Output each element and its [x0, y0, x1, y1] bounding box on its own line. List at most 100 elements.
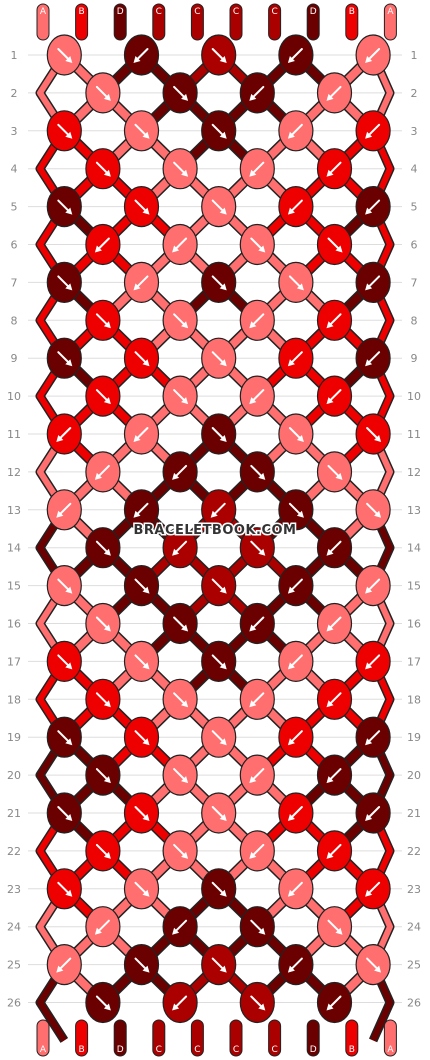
knot: [46, 413, 82, 455]
arrow-head-icon: [249, 700, 257, 708]
string-color-label-top: B: [349, 7, 355, 17]
string-color-label-top: C: [271, 7, 277, 17]
arrow-head-icon: [249, 93, 257, 101]
arrow-head-icon: [326, 169, 334, 177]
row-number-left: 6: [11, 239, 18, 252]
knot: [278, 564, 314, 607]
knot: [278, 716, 314, 758]
arrow-head-icon: [65, 207, 73, 215]
arrow-head-icon: [287, 56, 295, 63]
row-number-left: 8: [11, 314, 18, 327]
arrow-head-icon: [103, 93, 111, 101]
arrow-head-icon: [94, 245, 102, 253]
arrow-head-icon: [133, 56, 141, 63]
knot: [162, 451, 198, 493]
arrow-head-icon: [326, 851, 334, 859]
arrow-head-icon: [103, 548, 111, 556]
string-color-label-bottom: D: [117, 1045, 124, 1055]
row-number-right: 19: [407, 731, 421, 744]
string-end-bottom: [36, 1019, 50, 1057]
arrow-head-icon: [219, 586, 227, 594]
knot: [278, 792, 314, 834]
knot: [85, 754, 121, 796]
row-number-left: 16: [7, 618, 21, 631]
string-color-label-top: C: [156, 7, 162, 17]
knot: [316, 148, 353, 190]
knot: [46, 716, 82, 758]
knot: [278, 943, 314, 986]
knot: [278, 261, 314, 303]
string-end-top: [268, 3, 282, 41]
arrow-head-icon: [296, 510, 304, 518]
knot: [123, 943, 160, 986]
row-number-left: 10: [7, 390, 21, 403]
row-number-left: 5: [11, 201, 18, 214]
knot: [162, 527, 198, 569]
knot: [162, 754, 198, 796]
arrow-head-icon: [365, 359, 373, 367]
site-watermark: BRACELETBOOK.COM: [134, 523, 297, 538]
string-end-bottom: [152, 1019, 166, 1057]
knot: [85, 678, 121, 720]
knot: [239, 223, 275, 266]
arrow-head-icon: [335, 245, 343, 253]
arrow-head-icon: [258, 548, 266, 556]
arrow-head-icon: [56, 510, 64, 518]
arrow-head-icon: [365, 814, 373, 821]
knot: [201, 716, 237, 758]
string-end-bottom: [383, 1019, 397, 1057]
arrow-head-icon: [142, 965, 150, 973]
arrow-head-icon: [103, 169, 111, 177]
arrow-head-icon: [219, 131, 227, 139]
arrow-head-icon: [181, 169, 189, 177]
arrow-head-icon: [181, 624, 189, 632]
knot: [316, 72, 353, 114]
arrow-head-icon: [219, 965, 227, 973]
arrow-head-icon: [287, 131, 295, 139]
arrow-head-icon: [287, 965, 295, 973]
arrow-head-icon: [172, 245, 180, 253]
row-number-right: 21: [407, 807, 421, 820]
knot: [46, 34, 82, 76]
knot: [162, 830, 198, 872]
knot: [46, 564, 82, 607]
arrow-head-icon: [56, 965, 64, 973]
knot: [123, 564, 160, 607]
knot: [123, 640, 160, 683]
knot: [46, 110, 82, 152]
row-number-left: 3: [11, 125, 18, 138]
arrow-head-icon: [365, 889, 373, 897]
row-number-right: 14: [407, 542, 421, 555]
row-number-right: 3: [411, 125, 418, 138]
row-number-left: 14: [7, 542, 21, 555]
arrow-head-icon: [287, 207, 295, 215]
string-end-top: [345, 3, 359, 41]
row-number-left: 21: [7, 807, 21, 820]
arrow-head-icon: [133, 283, 141, 291]
knot: [355, 489, 391, 531]
knot: [46, 868, 82, 910]
knot: [85, 223, 121, 266]
knot: [46, 792, 82, 834]
knot: [355, 792, 391, 834]
knot: [123, 186, 160, 228]
row-number-left: 22: [7, 845, 21, 858]
arrow-head-icon: [249, 397, 257, 405]
arrow-head-icon: [219, 889, 227, 897]
string-end-bottom: [268, 1019, 282, 1057]
arrow-head-icon: [249, 776, 257, 784]
row-number-right: 4: [411, 163, 418, 176]
knot: [123, 716, 160, 758]
row-number-right: 10: [407, 390, 421, 403]
knot: [278, 186, 314, 228]
knot: [85, 299, 121, 341]
row-number-left: 9: [11, 352, 18, 365]
knot: [123, 413, 160, 455]
arrow-head-icon: [142, 359, 150, 367]
arrow-head-icon: [142, 738, 150, 746]
knot: [239, 754, 275, 796]
row-number-right: 9: [411, 352, 418, 365]
string-color-label-top: D: [117, 7, 124, 17]
arrow-head-icon: [181, 700, 189, 708]
